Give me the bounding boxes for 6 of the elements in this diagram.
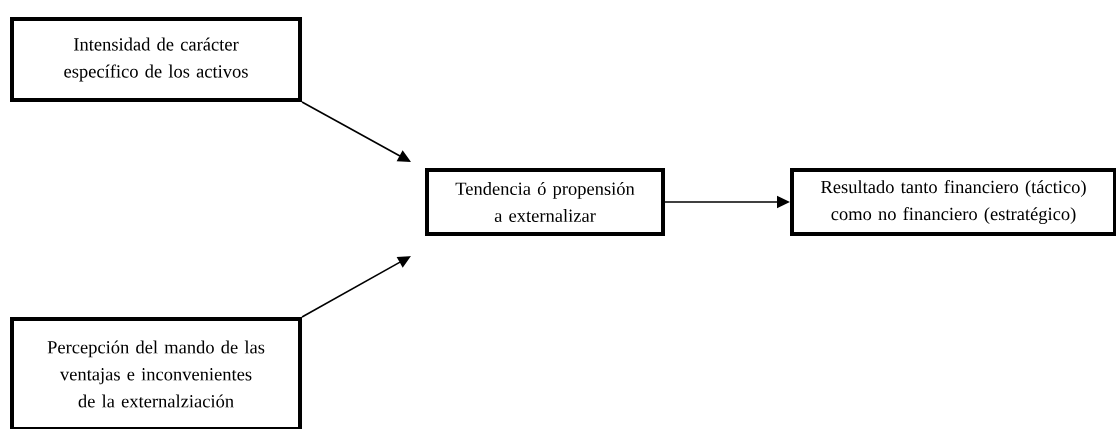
process-box: Tendencia ó propensión a externalizar <box>425 168 665 236</box>
process-box: Percepción del mando de las ventajas e inconvenientes de la externalziación <box>10 317 302 429</box>
arrow <box>301 101 411 162</box>
process-box: Resultado tanto financiero (táctico) como no financiero (estratégico) <box>790 168 1116 236</box>
arrow <box>301 256 411 318</box>
process-box: Intensidad de carácter específico de los activos <box>10 17 302 102</box>
